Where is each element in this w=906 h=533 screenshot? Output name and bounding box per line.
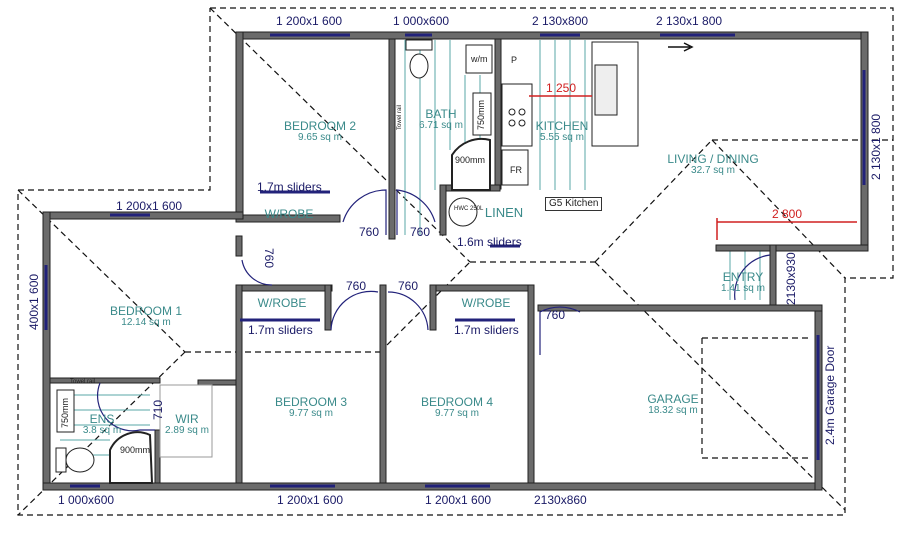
- vanity-label: 750mm: [60, 397, 70, 428]
- window-dim: 1 200x1 600: [425, 493, 492, 507]
- kitchen-tag: G5 Kitchen: [545, 197, 603, 211]
- roof-outline: [17, 7, 894, 516]
- sliders-label: 1.7m sliders: [454, 323, 519, 337]
- window-dim: 1 200x1 600: [277, 493, 344, 507]
- sliders-label: 1.7m sliders: [257, 180, 322, 194]
- pantry-label: P: [511, 55, 518, 65]
- kitchen-dimension: 1 250: [546, 81, 577, 95]
- door-dim: 2130x860: [534, 493, 587, 507]
- tile-hatching: [60, 40, 761, 456]
- dimension-lines: [529, 95, 857, 240]
- room-linen: LINEN: [484, 205, 524, 220]
- door-size: 760: [545, 308, 566, 322]
- wrobe-label: W/ROBE: [257, 296, 307, 310]
- window-dim: 400x1 600: [27, 273, 41, 330]
- window-dim: 2 130x800: [532, 14, 589, 28]
- hwc-label: HWC 250L: [454, 206, 484, 212]
- living-dimension: 2 800: [772, 207, 803, 221]
- door-size: 760: [346, 279, 367, 293]
- fridge-label: FR: [510, 165, 522, 175]
- door-swings: [96, 189, 771, 432]
- arrow-icon: [668, 42, 694, 52]
- washing-machine-label: w/m: [471, 54, 488, 64]
- window-dim: 1 200x1 600: [276, 14, 343, 28]
- wrobe-label: W/ROBE: [461, 296, 511, 310]
- window-dim: 2 130x1 800: [869, 113, 883, 180]
- wrobe-label: W/ROBE: [264, 207, 314, 221]
- window-dim: 1 200x1 600: [116, 199, 183, 213]
- vanity-label: 750mm: [476, 99, 486, 130]
- sliders-label: 1.6m sliders: [457, 235, 522, 249]
- towel-rail-label: Towel rail: [397, 104, 403, 130]
- door-size: 760: [359, 225, 380, 239]
- door-size: 760: [398, 279, 419, 293]
- towel-rail-label: Towel rail: [70, 379, 96, 385]
- door-size: 760: [262, 248, 276, 269]
- garage-door-label: 2.4m Garage Door: [823, 345, 837, 445]
- door-size: 710: [151, 399, 165, 420]
- windows: [44, 33, 866, 488]
- window-dim: 2 130x1 800: [656, 14, 723, 28]
- sliders-label: 1.7m sliders: [248, 323, 313, 337]
- window-dim: 1 000x600: [393, 14, 450, 28]
- shower-label: 900mm: [120, 445, 151, 455]
- window-dim: 1 000x600: [58, 493, 115, 507]
- fixtures: [55, 39, 639, 484]
- door-size: 760: [410, 225, 431, 239]
- shower-label: 900mm: [455, 155, 486, 165]
- door-dim: 2130x930: [784, 252, 798, 305]
